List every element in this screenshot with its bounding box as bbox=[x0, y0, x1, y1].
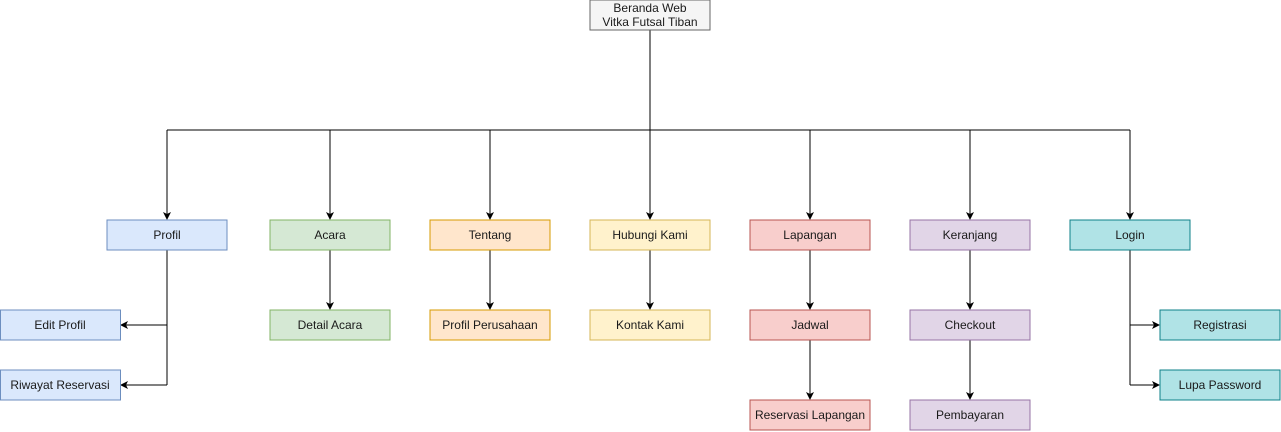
node-hubungi-kami: Hubungi Kami bbox=[589, 219, 711, 251]
node-label: Acara bbox=[314, 228, 346, 242]
node-box bbox=[269, 309, 391, 341]
node-keranjang: Keranjang bbox=[909, 219, 1031, 251]
node-label: Keranjang bbox=[943, 228, 998, 242]
node-profil: Profil bbox=[106, 219, 228, 251]
node-lupa-password: Lupa Password bbox=[1159, 369, 1281, 401]
node-box bbox=[749, 399, 871, 431]
node-label: Detail Acara bbox=[298, 318, 363, 332]
node-box bbox=[749, 309, 871, 341]
node-label: Lapangan bbox=[783, 228, 836, 242]
node-tentang: Tentang bbox=[429, 219, 551, 251]
node-label: Profil Perusahaan bbox=[442, 318, 537, 332]
node-edit-profil: Edit Profil bbox=[0, 309, 121, 341]
node-registrasi: Registrasi bbox=[1159, 309, 1281, 341]
node-label: Edit Profil bbox=[34, 318, 85, 332]
node-label: Tentang bbox=[469, 228, 512, 242]
node-pembayaran: Pembayaran bbox=[909, 399, 1031, 431]
node-box bbox=[269, 219, 391, 251]
node-box bbox=[0, 309, 121, 341]
node-reservasi-lapangan: Reservasi Lapangan bbox=[749, 399, 871, 431]
node-label: Reservasi Lapangan bbox=[755, 408, 865, 422]
node-box bbox=[909, 219, 1031, 251]
node-box bbox=[589, 0, 711, 31]
node-label: Login bbox=[1115, 228, 1144, 242]
node-box bbox=[589, 219, 711, 251]
node-label: Registrasi bbox=[1193, 318, 1246, 332]
node-lapangan: Lapangan bbox=[749, 219, 871, 251]
node-box bbox=[749, 219, 871, 251]
node-profil-perusahaan: Profil Perusahaan bbox=[429, 309, 551, 341]
node-acara: Acara bbox=[269, 219, 391, 251]
node-label: Checkout bbox=[945, 318, 996, 332]
node-label: Riwayat Reservasi bbox=[10, 378, 109, 392]
node-box bbox=[429, 309, 551, 341]
node-box bbox=[429, 219, 551, 251]
node-label: Kontak Kami bbox=[616, 318, 684, 332]
node-login: Login bbox=[1069, 219, 1191, 251]
node-beranda-web: Beranda Web Vitka Futsal Tiban bbox=[589, 0, 711, 31]
connectors bbox=[120, 30, 1160, 400]
node-box bbox=[1069, 219, 1191, 251]
node-box bbox=[909, 309, 1031, 341]
node-box bbox=[589, 309, 711, 341]
node-riwayat-reservasi: Riwayat Reservasi bbox=[0, 369, 121, 401]
node-box bbox=[1159, 369, 1281, 401]
node-box bbox=[1159, 309, 1281, 341]
node-box bbox=[0, 369, 121, 401]
node-label: Jadwal bbox=[791, 318, 828, 332]
node-box bbox=[106, 219, 228, 251]
node-box bbox=[909, 399, 1031, 431]
node-label: Hubungi Kami bbox=[612, 228, 687, 242]
node-label: Pembayaran bbox=[936, 408, 1004, 422]
node-label: Lupa Password bbox=[1179, 378, 1262, 392]
node-kontak-kami: Kontak Kami bbox=[589, 309, 711, 341]
node-label-line2: Vitka Futsal Tiban bbox=[602, 15, 697, 29]
node-label-line1: Beranda Web bbox=[613, 1, 686, 15]
node-label: Profil bbox=[153, 228, 180, 242]
node-jadwal: Jadwal bbox=[749, 309, 871, 341]
node-checkout: Checkout bbox=[909, 309, 1031, 341]
node-detail-acara: Detail Acara bbox=[269, 309, 391, 341]
